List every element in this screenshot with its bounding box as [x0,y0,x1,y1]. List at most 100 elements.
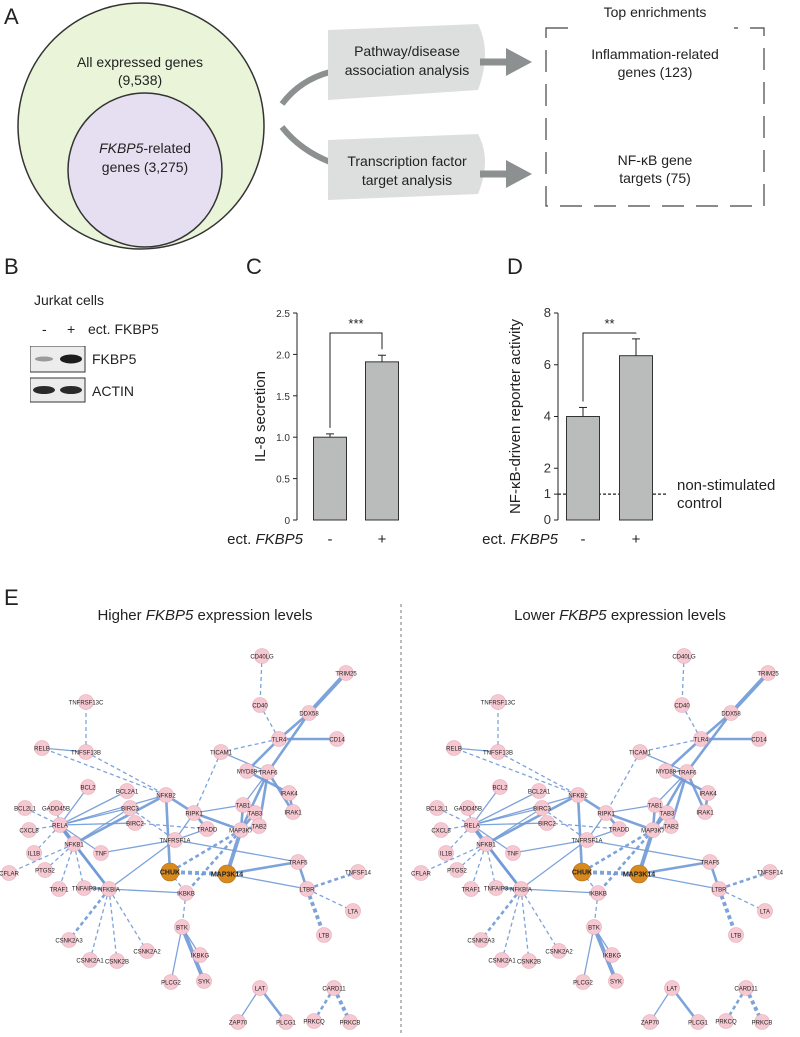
node-circle [449,862,465,878]
node-label: IL1B [28,851,40,857]
node-label: BTK [176,925,188,931]
network-edge [605,751,641,814]
node-circle [101,881,117,897]
node-circle [301,705,317,721]
network-node: CFLAR [411,865,432,881]
node-circle [34,740,50,756]
node-circle [109,953,125,969]
bar-plus [619,355,653,521]
network-edge [59,790,128,826]
node-circle [299,881,315,897]
node-circle [290,854,306,870]
y-tick-label: 6 [544,357,551,372]
network-edge [220,738,280,753]
fkbp5-related: -related [143,140,191,156]
network-edge [470,843,487,890]
network-node: CSNK2B [105,953,129,969]
arrow-top-head [506,48,532,76]
right-title-post: expression levels [606,607,726,624]
node-circle [513,881,529,897]
node-label: ZAP70 [641,1020,660,1026]
node-label: TRAF6 [677,770,697,776]
network-edge [226,860,299,876]
network-node: SYK [196,973,212,989]
left-title-italic: FKBP5 [145,607,194,624]
node-label: TNF [95,851,107,857]
network-node: IL1B [438,845,454,861]
x-label-prefix: ect. [227,531,255,548]
network-node: TAB2 [251,818,267,834]
all-genes-count: (9,538) [117,72,163,88]
node-circle [723,705,739,721]
network-node: TNFSF13B [483,744,513,760]
node-circle [575,974,591,990]
reference-label: non-stimulated [677,477,775,494]
node-circle [521,953,537,969]
bar-minus [313,436,347,521]
node-label: MAP3K7 [641,828,665,834]
network-edge [484,843,523,890]
network-node: TAB2 [663,818,679,834]
network-node: CSNK2A2 [133,943,161,959]
network-edge [239,771,270,831]
network-edge [59,786,89,826]
node-label: PLCG1 [688,1020,708,1026]
network-node: CXCL8 [431,822,451,838]
network-node: CD14 [329,731,345,747]
node-circle [233,822,249,838]
network-edge [59,824,102,854]
network-left-title: Higher FKBP5 expression levels [40,607,370,624]
network-node: CD40 [252,697,268,713]
node-label: TNFRSF13C [69,700,104,706]
node-circle [608,973,624,989]
network-edge [471,822,548,826]
node-label: CSNK2A1 [488,958,516,964]
network-node: TRIM25 [335,665,357,681]
network-node: PTGS2 [447,862,467,878]
network-node: RELA [464,817,480,833]
network-node: TNFRSF13C [481,694,516,710]
network-edge [41,747,167,796]
network-node: NFKB2 [156,787,176,803]
network-node: CD40LG [250,648,274,664]
node-circle [490,744,506,760]
node-label: TNFSF14 [345,870,372,876]
node-circle [37,862,53,878]
panel-label-b: B [4,254,19,279]
node-circle [494,952,510,968]
node-circle [693,731,709,747]
node-label: TRIM25 [335,671,357,677]
enrichment-header-mask [574,18,734,36]
network-node: TICAM1 [629,744,652,760]
analysis-top-line2: association analysis [344,62,470,78]
node-circle [21,822,37,838]
node-label: CSNK2A2 [133,949,161,955]
node-label: PTGS2 [447,868,467,874]
band-actin-plus [60,386,82,394]
network-node: CARD11 [734,980,758,996]
bar-plus [365,361,399,521]
network-node: RELB [34,740,50,756]
node-circle [570,787,586,803]
network-node: TRADD [609,821,630,837]
node-label: NFKB1 [476,842,496,848]
network-right-title: Lower FKBP5 expression levels [455,607,785,624]
network-edge [305,888,326,936]
node-label: SYK [198,979,210,985]
network-node: PRKCB [752,1014,772,1030]
node-circle [163,974,179,990]
node-circle [139,943,155,959]
network-node: TAB3 [659,805,675,821]
node-circle [700,785,716,801]
panel-label-d: D [507,254,523,279]
node-label: TICAM1 [629,750,652,756]
node-label: IKBKG [603,953,622,959]
network-node: IKBKB [589,885,607,901]
significance-bracket [329,332,383,428]
node-label: NFKB1 [64,842,84,848]
bar-charts: 00.51.01.52.02.5IL-8 secretion-+***ect. … [227,305,775,548]
network-node: BIRC3 [533,800,551,816]
node-label: GADD45B [42,806,70,812]
reference-label: control [677,495,722,512]
